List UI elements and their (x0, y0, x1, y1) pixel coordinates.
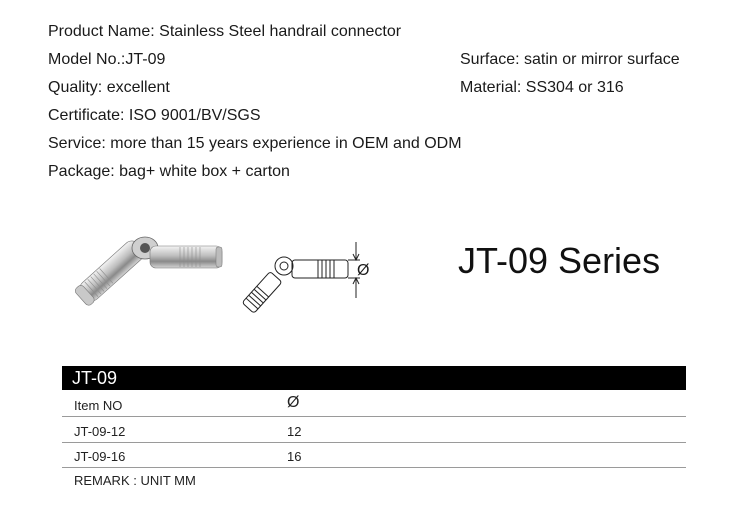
spec-package: Package: bag+ white box + carton (48, 163, 290, 180)
table-remark: REMARK : UNIT MM (74, 473, 196, 488)
series-title: JT-09 Series (458, 240, 661, 281)
spec-surface: Surface: satin or mirror surface (460, 51, 680, 68)
table-row: JT-09-16 16 (62, 443, 686, 468)
table-row-header: Item NO Ø (62, 392, 686, 417)
table-cell-item: JT-09-12 (74, 424, 126, 439)
spec-material: Material: SS304 or 316 (460, 79, 624, 96)
technical-drawing (242, 242, 360, 313)
spec-product-name: Product Name: Stainless Steel handrail c… (48, 23, 402, 40)
spec-quality: Quality: excellent (48, 79, 170, 96)
table-cell-diameter: 16 (287, 449, 302, 464)
table-row: JT-09-12 12 (62, 418, 686, 443)
product-photo (75, 236, 223, 306)
table-cell-diameter: 12 (287, 424, 302, 439)
table-header: JT-09 (62, 366, 686, 390)
drawing-diameter-label: Ø (357, 262, 370, 279)
col-item-header: Item NO (74, 398, 123, 413)
spec-service: Service: more than 15 years experience i… (48, 135, 462, 152)
table-cell-item: JT-09-16 (74, 449, 126, 464)
spec-certificate: Certificate: ISO 9001/BV/SGS (48, 107, 261, 124)
spec-model-no: Model No.:JT-09 (48, 51, 166, 68)
col-diameter-header: Ø (287, 394, 300, 411)
